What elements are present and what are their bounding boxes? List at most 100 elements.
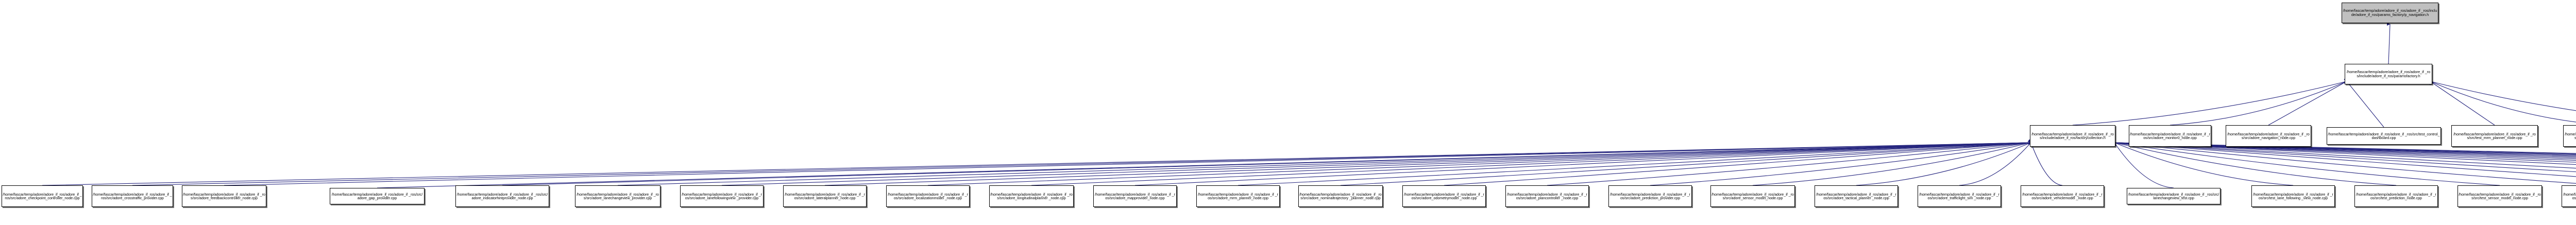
node-label: /home/fascar/temp/adore/adore_if_ros/ado…	[2356, 192, 2436, 200]
dependency-edge	[2112, 142, 2576, 162]
dependency-edge	[1238, 139, 2032, 186]
node-label: /home/fascar/temp/adore/adore_if_ros/ado…	[2253, 192, 2333, 200]
dependency-edge	[377, 139, 2033, 188]
node-level4-14[interactable]: /home/fascar/temp/adore/adore_if_ros/ado…	[1505, 185, 1589, 207]
node-level3-4[interactable]: /home/fascar/temp/adore/adore_if_ros/ado…	[2451, 125, 2538, 147]
dependency-edge	[1444, 139, 2032, 186]
node-level4-8[interactable]: /home/fascar/temp/adore/adore_if_ros/ado…	[886, 185, 970, 207]
node-level4-7[interactable]: /home/fascar/temp/adore/adore_if_ros/ado…	[783, 185, 867, 207]
node-label: /home/fascar/temp/adore/adore_if_ros/ado…	[785, 192, 865, 200]
node-label: /home/fascar/temp/adore/adore_if_ros/ado…	[2031, 131, 2114, 140]
dependency-edge	[1650, 139, 2032, 186]
dependency-edge	[2112, 142, 2576, 155]
node-level4-9[interactable]: /home/fascar/temp/adore/adore_if_ros/ado…	[989, 185, 1074, 207]
node-level3-2[interactable]: /home/fascar/temp/adore/adore_if_ros/ado…	[2226, 125, 2311, 147]
dependency-edge	[502, 139, 2033, 186]
node-level4-2[interactable]: /home/fascar/temp/adore/adore_if_ros/ado…	[182, 185, 266, 207]
node-label: /home/fascar/temp/adore/adore_if_ros/ado…	[1711, 192, 1794, 200]
node-label: /home/fascar/temp/adore/adore_if_ros/ado…	[2565, 131, 2576, 140]
node-label: /home/fascar/temp/adore/adore_if_ros/ado…	[2128, 192, 2219, 200]
node-level4-18[interactable]: /home/fascar/temp/adore/adore_if_ros/ado…	[1918, 185, 2001, 207]
dependency-edge	[2112, 142, 2576, 164]
dependency-edge	[2112, 142, 2500, 186]
dependency-edge	[927, 139, 2032, 186]
dependency-edge	[1752, 139, 2032, 186]
dependency-edge	[2112, 142, 2576, 154]
dependency-edge	[2343, 81, 2384, 128]
dependency-edge	[1856, 139, 2031, 186]
node-label: /home/fascar/temp/adore/adore_if_ros/ado…	[2022, 192, 2103, 200]
dependency-edge	[2112, 142, 2576, 184]
node-label: /home/fascar/temp/adore/adore_if_ros/ado…	[456, 192, 548, 200]
node-label: /home/fascar/temp/adore/adore_if_ros/ado…	[1404, 192, 1484, 200]
node-label: /home/fascar/temp/adore/adore_if_ros/ado…	[888, 192, 968, 200]
dependency-edge	[2428, 81, 2576, 111]
node-level4-17[interactable]: /home/fascar/temp/adore/adore_if_ros/ado…	[1815, 185, 1898, 207]
node-paramsfactory-h[interactable]: /home/fascar/temp/adore/adore_if_ros/ado…	[2345, 64, 2432, 84]
node-level4-11[interactable]: /home/fascar/temp/adore/adore_if_ros/ado…	[1196, 185, 1280, 207]
node-label: /home/fascar/temp/adore/adore_if_ros/ado…	[1610, 192, 1690, 200]
dependency-edge	[42, 139, 2033, 186]
dependency-edge	[224, 139, 2033, 186]
dependency-edge	[2112, 142, 2576, 169]
node-level3-3[interactable]: /home/fascar/temp/adore/adore_if_ros/ado…	[2327, 127, 2441, 145]
dependency-edge	[2112, 142, 2576, 158]
dependency-edge	[2112, 142, 2576, 177]
dependency-edge	[1340, 139, 2032, 186]
dependency-edge	[1959, 139, 2031, 186]
node-level4-19[interactable]: /home/fascar/temp/adore/adore_if_ros/ado…	[2021, 185, 2104, 207]
node-label: /home/fascar/temp/adore/adore_if_ros/ado…	[2459, 192, 2541, 200]
node-level4-5[interactable]: /home/fascar/temp/adore/adore_if_ros/ado…	[575, 185, 660, 207]
node-level3-1[interactable]: /home/fascar/temp/adore/adore_if_ros/ado…	[2129, 125, 2211, 147]
dependency-edge	[2112, 142, 2576, 159]
dependency-edge	[721, 139, 2032, 186]
node-level4-4[interactable]: /home/fascar/temp/adore/adore_if_ros/ado…	[455, 185, 549, 207]
dependency-edge	[2386, 22, 2391, 64]
node-label: /home/fascar/temp/adore/adore_if_ros/ado…	[1507, 192, 1587, 200]
node-level4-0[interactable]: /home/fascar/temp/adore/adore_if_ros/ado…	[2, 185, 83, 207]
node-level4-21[interactable]: /home/fascar/temp/adore/adore_if_ros/ado…	[2251, 185, 2335, 207]
dependency-edge	[2427, 81, 2576, 123]
node-level4-20[interactable]: /home/fascar/temp/adore/adore_if_ros/ado…	[2127, 188, 2221, 204]
dependency-edge	[2027, 142, 2063, 186]
node-level4-22[interactable]: /home/fascar/temp/adore/adore_if_ros/ado…	[2354, 185, 2438, 207]
node-label: /home/fascar/temp/adore/adore_if_ros/ado…	[1816, 192, 1896, 200]
dependency-edge	[2111, 142, 2294, 186]
node-label: /home/fascar/temp/adore/adore_if_ros/ado…	[577, 192, 659, 200]
node-level4-12[interactable]: /home/fascar/temp/adore/adore_if_ros/ado…	[1298, 185, 1383, 207]
node-level4-6[interactable]: /home/fascar/temp/adore/adore_if_ros/ado…	[680, 185, 764, 207]
dependency-edge	[2111, 142, 2174, 188]
root-node-p-navigation-h[interactable]: /home/fascar/temp/adore/adore_if_ros/ado…	[2342, 3, 2438, 23]
node-label: /home/fascar/temp/adore/adore_if_ros/ado…	[331, 192, 423, 200]
node-label: /home/fascar/temp/adore/adore_if_ros/ado…	[2328, 131, 2440, 140]
dependency-edge	[2112, 142, 2576, 166]
dependency-edge	[824, 139, 2032, 186]
dependency-edge	[2427, 81, 2495, 126]
node-level4-23[interactable]: /home/fascar/temp/adore/adore_if_ros/ado…	[2458, 185, 2542, 207]
dependency-edge	[2112, 142, 2576, 156]
node-label: /home/fascar/temp/adore/adore_if_ros/ado…	[1919, 192, 1999, 200]
dependency-edge	[1134, 139, 2032, 186]
dependency-edge	[2268, 78, 2347, 126]
node-label: /home/fascar/temp/adore/adore_if_ros/ado…	[1095, 192, 1175, 200]
node-level4-3[interactable]: /home/fascar/temp/adore/adore_if_ros/ado…	[330, 188, 425, 204]
node-level4-1[interactable]: /home/fascar/temp/adore/adore_if_ros/ado…	[92, 185, 173, 207]
node-label: /home/fascar/temp/adore/adore_if_ros/ado…	[1198, 192, 1278, 200]
node-label: /home/fascar/temp/adore/adore_if_ros/ado…	[1299, 192, 1382, 200]
node-level4-24[interactable]: /home/fascar/temp/adore/adore_if_ros/ado…	[2562, 185, 2576, 207]
node-level4-15[interactable]: /home/fascar/temp/adore/adore_if_ros/ado…	[1608, 185, 1692, 207]
node-level4-10[interactable]: /home/fascar/temp/adore/adore_if_ros/ado…	[1093, 185, 1177, 207]
node-label: /home/fascar/temp/adore/adore_if_ros/ado…	[2130, 131, 2210, 140]
dependency-edge	[132, 139, 2033, 186]
node-label: /home/fascar/temp/adore/adore_if_ros/ado…	[2346, 70, 2431, 78]
dependency-edge	[2112, 142, 2576, 172]
node-level3-0[interactable]: /home/fascar/temp/adore/adore_if_ros/ado…	[2030, 125, 2115, 147]
dependency-edge	[2112, 142, 2576, 160]
node-level4-13[interactable]: /home/fascar/temp/adore/adore_if_ros/ado…	[1402, 185, 1486, 207]
dependency-edge	[1031, 139, 2032, 186]
node-level3-5[interactable]: /home/fascar/temp/adore/adore_if_ros/ado…	[2563, 125, 2576, 147]
node-label: /home/fascar/temp/adore/adore_if_ros/ado…	[183, 192, 265, 200]
node-level4-16[interactable]: /home/fascar/temp/adore/adore_if_ros/ado…	[1710, 185, 1795, 207]
dependency-edge	[617, 139, 2033, 186]
